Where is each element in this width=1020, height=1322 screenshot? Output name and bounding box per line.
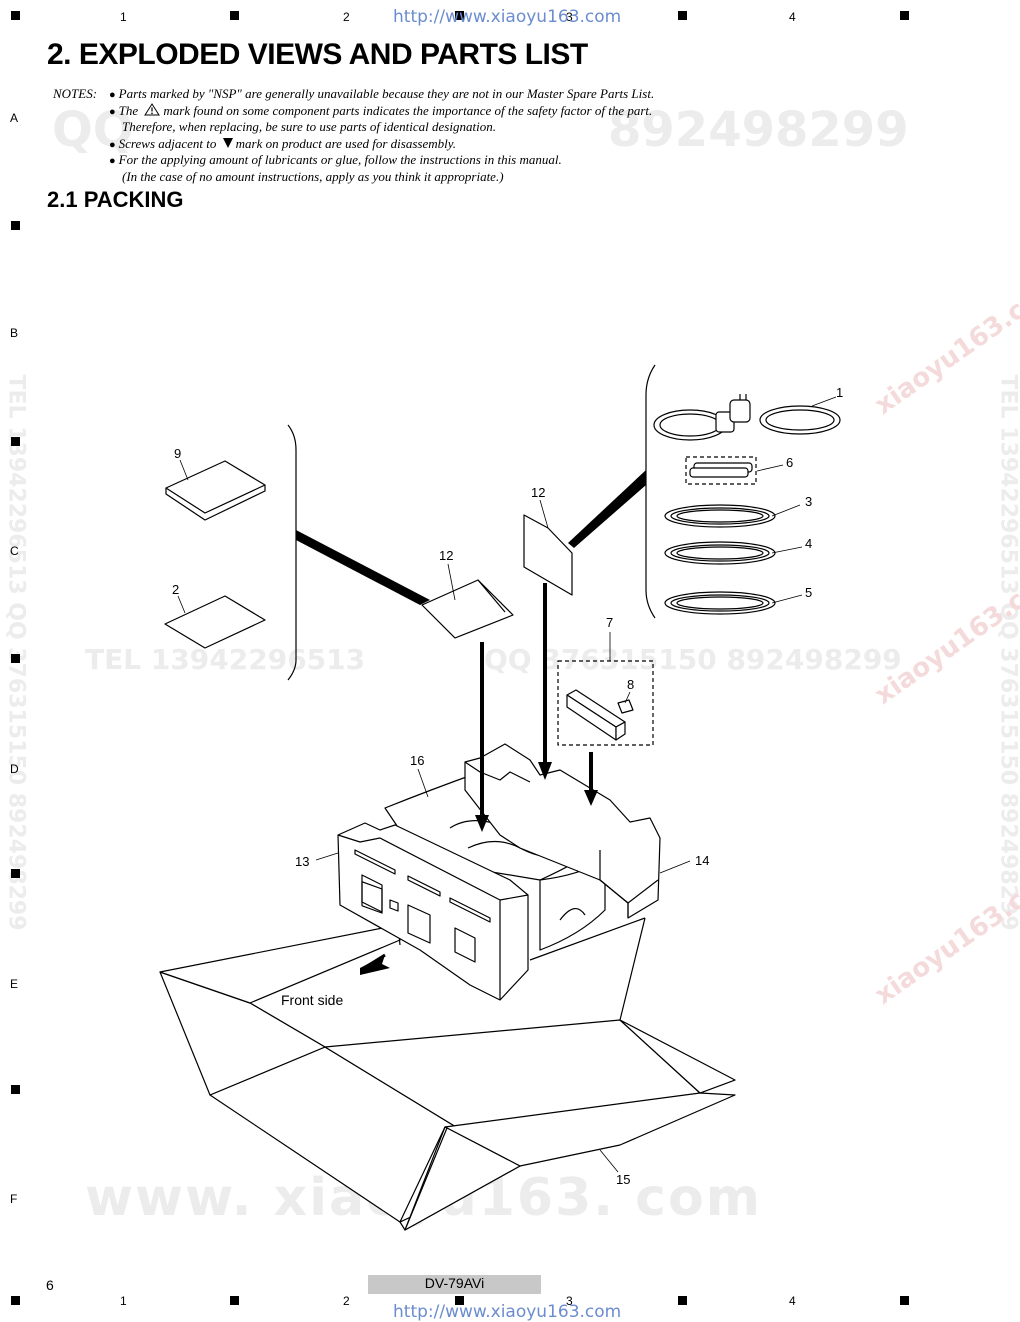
callout-6: 6 [786, 455, 793, 470]
grid-mark [11, 1085, 20, 1094]
column-number: 2 [343, 1294, 350, 1308]
callout-16: 16 [410, 753, 424, 768]
grid-mark [900, 11, 909, 20]
row-letter: F [10, 1192, 18, 1206]
manual-9 [165, 460, 266, 521]
warranty-card-2 [164, 595, 266, 649]
callout-14: 14 [695, 853, 709, 868]
row-letter: D [10, 762, 19, 776]
watermark-qq2: QQ 376315150 892498299 [484, 643, 902, 676]
grid-mark [455, 11, 464, 20]
remote-7 [557, 660, 654, 746]
grid-mark [11, 869, 20, 878]
row-letter: B [10, 326, 19, 340]
cable-3 [664, 504, 776, 528]
grid-mark [678, 11, 687, 20]
grid-mark [900, 1296, 909, 1305]
column-number: 3 [566, 10, 573, 24]
callout-7: 7 [606, 615, 613, 630]
front-side-label: Front side [281, 992, 344, 1008]
sheet-12-left [421, 579, 514, 639]
callout-8: 8 [627, 677, 634, 692]
foam-cushion-left [337, 822, 529, 1001]
header-url[interactable]: http://www.xiaoyu163.com [393, 7, 622, 27]
callout-1: 1 [836, 385, 843, 400]
watermark-qq: QQ [52, 102, 134, 158]
column-number: 1 [120, 1294, 127, 1308]
callout-9: 9 [174, 446, 181, 461]
column-number: 3 [566, 1294, 573, 1308]
note-item: ●The mark found on some component parts … [109, 103, 653, 118]
note-continuation: (In the case of no amount instructions, … [122, 169, 504, 184]
column-number: 4 [789, 1294, 796, 1308]
watermark-qq-number: 892498299 [608, 102, 909, 158]
callout-12-right: 12 [531, 485, 545, 500]
callout-5: 5 [805, 585, 812, 600]
row-letter: C [10, 544, 19, 558]
footer-url[interactable]: http://www.xiaoyu163.com [393, 1302, 622, 1322]
watermark-tel: TEL 13942296513 [85, 643, 366, 676]
cable-5 [664, 591, 776, 615]
bullet-icon: ● [109, 89, 116, 101]
down-triangle-icon [222, 138, 233, 148]
row-letter: A [10, 111, 19, 125]
page-title: 2. EXPLODED VIEWS AND PARTS LIST [47, 38, 588, 71]
bullet-icon: ● [109, 155, 116, 167]
grid-mark [230, 1296, 239, 1305]
grid-mark [11, 221, 20, 230]
grid-mark [11, 437, 20, 446]
grid-mark [455, 1296, 464, 1305]
notes-label: NOTES: [53, 86, 98, 101]
column-number: 2 [343, 10, 350, 24]
callout-2: 2 [172, 582, 179, 597]
note-item: ●Parts marked by "NSP" are generally una… [109, 86, 655, 101]
grid-mark [11, 1296, 20, 1305]
foam-cushion-right [464, 743, 661, 919]
power-cord-1 [653, 394, 841, 441]
column-number: 4 [789, 10, 796, 24]
grid-mark [678, 1296, 687, 1305]
grid-mark [11, 11, 20, 20]
model-label: DV-79AVi [368, 1275, 541, 1294]
column-number: 1 [120, 10, 127, 24]
section-heading: 2.1 PACKING [47, 187, 184, 212]
leader-lines [177, 396, 837, 1173]
note-item: ●For the applying amount of lubricants o… [109, 152, 562, 167]
warning-triangle-icon [144, 103, 161, 116]
callout-15: 15 [616, 1172, 630, 1187]
grid-mark [230, 11, 239, 20]
batteries-6 [685, 456, 757, 485]
callout-3: 3 [805, 494, 812, 509]
bullet-icon: ● [109, 106, 116, 118]
callout-4: 4 [805, 536, 812, 551]
grid-mark [11, 654, 20, 663]
bullet-icon: ● [109, 139, 116, 151]
arrows [480, 583, 593, 820]
cable-4 [664, 541, 776, 565]
page-number: 6 [46, 1277, 54, 1293]
sheet-12-right [523, 514, 573, 596]
carton-box [159, 917, 736, 1231]
note-item: ●Screws adjacent to mark on product are … [109, 136, 457, 151]
callout-12-left: 12 [439, 548, 453, 563]
row-letter: E [10, 977, 19, 991]
callout-13: 13 [295, 854, 309, 869]
note-continuation: Therefore, when replacing, be sure to us… [122, 119, 496, 134]
